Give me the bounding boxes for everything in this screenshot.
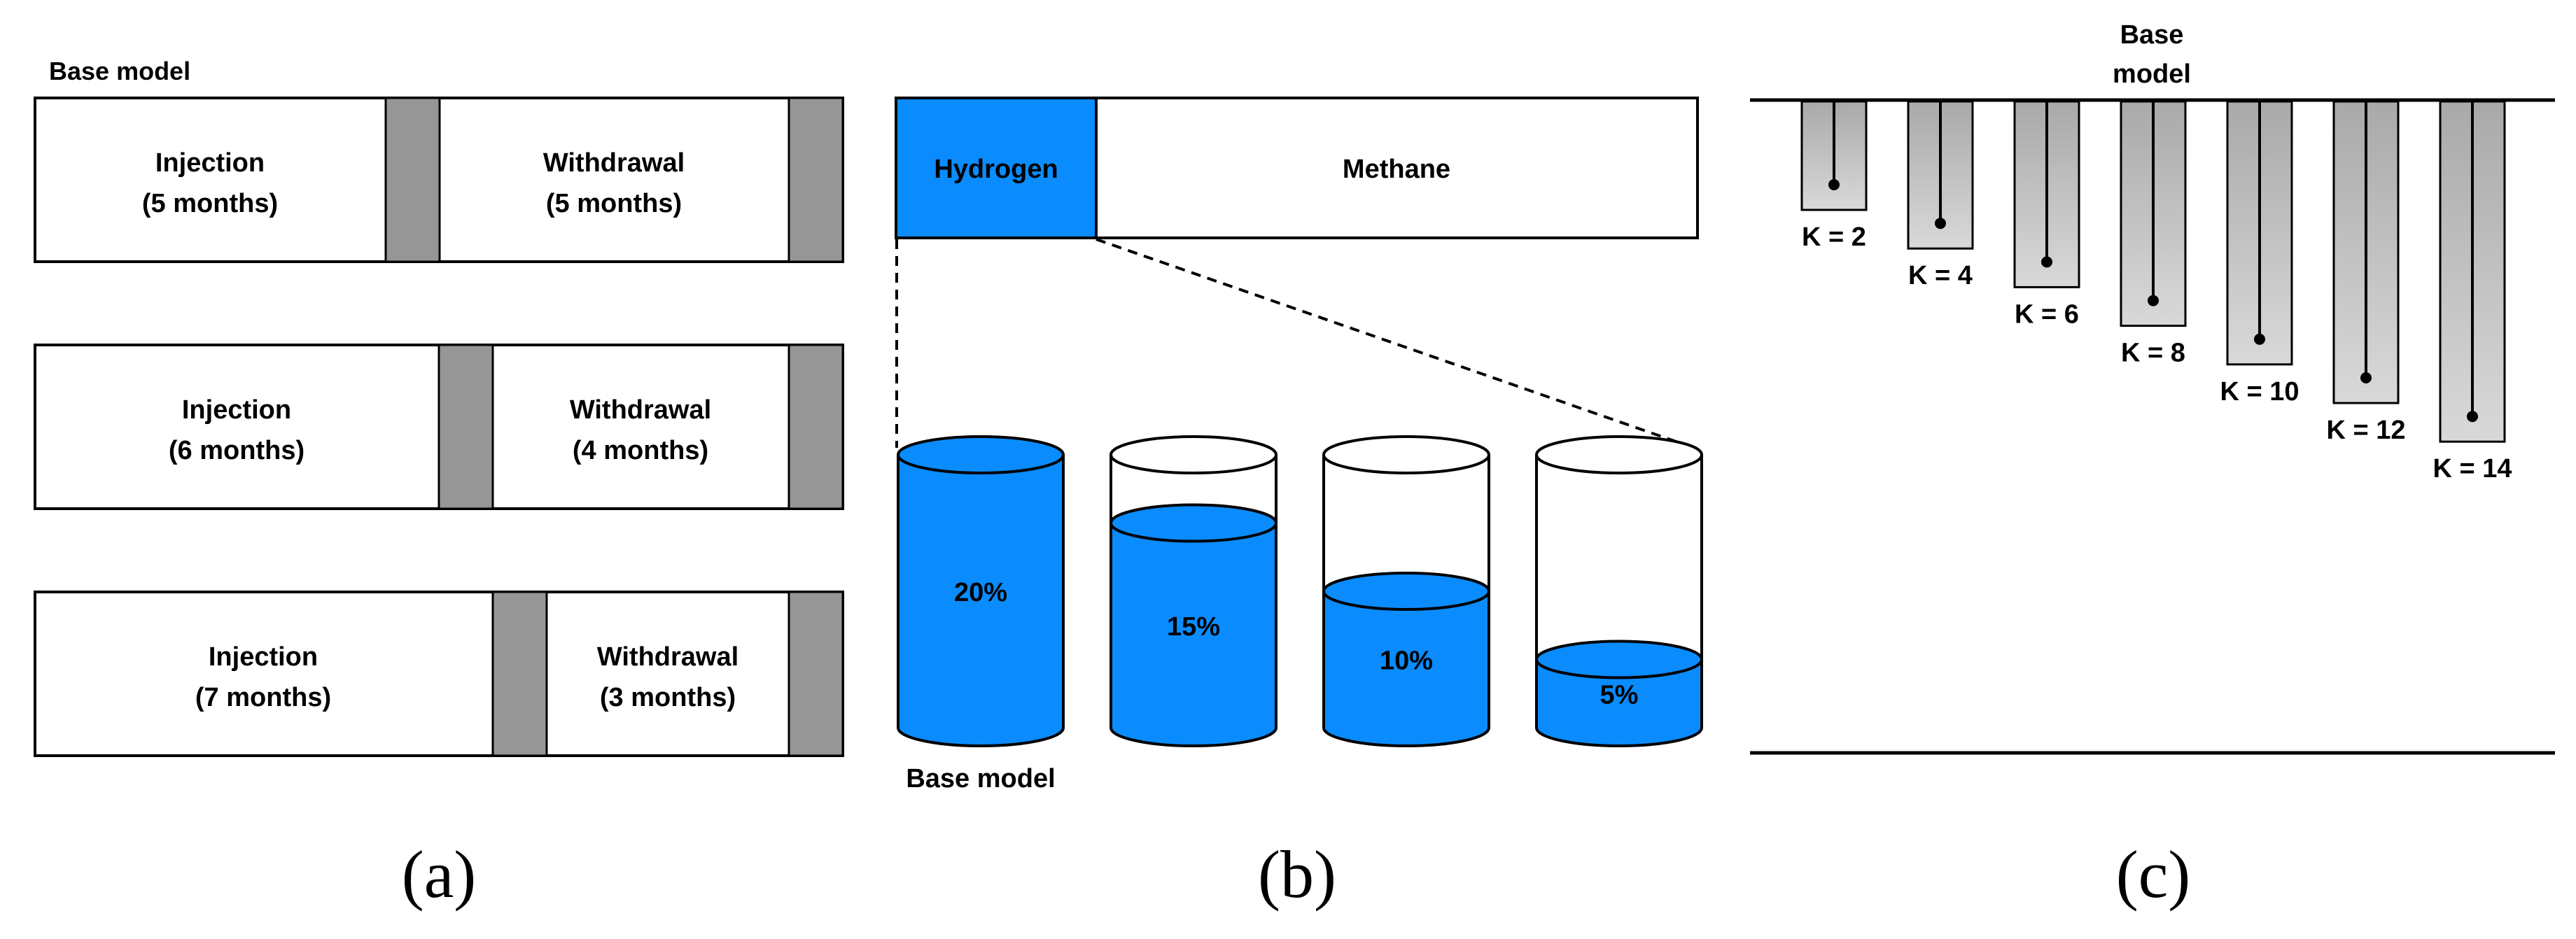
cylinder-3-percent-label: 10%: [1380, 647, 1433, 676]
panel-c-caption: (c): [2116, 837, 2191, 912]
well-k-8: K = 8: [2120, 100, 2187, 368]
cylinder-4-percent-label: 5%: [1600, 680, 1639, 709]
cylinder-4: 5%: [1535, 435, 1703, 747]
row-3-withdrawal-label: Withdrawal: [597, 642, 738, 672]
panel-a-base-label: Base model: [49, 57, 190, 85]
well-k-4: K = 4: [1907, 100, 1974, 290]
schedule-row-1-idle-block-1: [384, 97, 441, 263]
schedule-row-2-idle-block-1: [438, 344, 494, 510]
cylinder-3-liquid: [1324, 591, 1489, 746]
row-1-withdrawal-months: (5 months): [546, 189, 682, 218]
cylinder-2-rim: [1110, 435, 1278, 474]
cylinder-2-liquid-surface: [1110, 503, 1278, 543]
schedule-row-2-idle-block-2: [788, 344, 844, 510]
cylinder-3-rim: [1322, 435, 1490, 474]
well-k-10: K = 10: [2220, 100, 2300, 407]
row-3-withdrawal-months: (3 months): [600, 683, 736, 712]
well-k-6: K = 6: [2013, 100, 2080, 329]
cylinder-4-rim: [1535, 435, 1703, 474]
cylinder-1-rim: [897, 435, 1065, 474]
panel-a-caption: (a): [402, 837, 477, 912]
panel-c-base-label-line2: model: [2113, 59, 2191, 89]
well-penetration-set: K = 2 K = 4 K = 6 K = 8 K = 10 K = 12 K = 14: [1800, 100, 2512, 483]
row-2-injection-months: (6 months): [169, 436, 304, 465]
well-k-14: K = 14: [2432, 100, 2512, 483]
schedule-row-3-frame: [34, 591, 844, 757]
well-k-6-label: K = 6: [2015, 299, 2079, 329]
cylinder-1-percent-label: 20%: [954, 578, 1007, 607]
schedule-row-3-idle-block-1: [491, 591, 548, 757]
cylinder-4-liquid: [1536, 659, 1702, 746]
cylinder-2-liquid: [1111, 523, 1276, 746]
panel-b: Hydrogen Methane 20%15%10%5% Base model …: [895, 97, 1703, 912]
schedule-row-3-idle-block-2: [788, 591, 844, 757]
row-3-injection-months: (7 months): [195, 683, 331, 712]
hydrogen-segment: [895, 97, 1098, 239]
row-2-withdrawal-label: Withdrawal: [570, 395, 711, 425]
well-k-12-label: K = 12: [2326, 416, 2405, 445]
well-k-14-label: K = 14: [2432, 454, 2512, 483]
zoom-line-right: [1096, 238, 1695, 449]
row-2-withdrawal-months: (4 months): [573, 436, 708, 465]
cylinder-2-percent-label: 15%: [1167, 612, 1220, 642]
panel-b-base-label: Base model: [906, 764, 1055, 793]
cylinder-1: 20%: [897, 435, 1065, 747]
well-k-4-label: K = 4: [1908, 261, 1973, 290]
cylinder-1-liquid: [898, 455, 1063, 746]
schedule-row-1: Injection (5 months) Withdrawal (5 month…: [34, 97, 844, 263]
panel-c: Base model K = 2K = 4K = 6K = 8K = 10K =…: [1750, 20, 2555, 912]
row-1-injection-label: Injection: [155, 148, 265, 178]
cylinder-1-outline: [897, 455, 1065, 747]
row-3-injection-label: Injection: [209, 642, 318, 672]
hydrogen-fraction-cylinders: 20% 15% 10% 5%: [897, 435, 1703, 747]
well-k-10-label: K = 10: [2220, 377, 2299, 407]
cylinder-2-outline: [1110, 455, 1278, 747]
hydrogen-label: Hydrogen: [934, 155, 1058, 184]
row-2-injection-label: Injection: [182, 395, 291, 425]
cylinder-3-liquid-surface: [1322, 572, 1490, 611]
cylinder-3-outline: [1322, 455, 1490, 747]
schedule-row-3: Injection (7 months) Withdrawal (3 month…: [34, 591, 844, 757]
well-k-2-perforation-dot: [1828, 179, 1840, 190]
schedule-row-2: Injection (6 months) Withdrawal (4 month…: [34, 344, 844, 510]
well-k-8-label: K = 8: [2121, 339, 2185, 368]
well-k-12: K = 12: [2326, 100, 2406, 445]
panel-b-caption: (b): [1258, 837, 1336, 912]
well-k-2-label: K = 2: [1802, 223, 1866, 252]
well-k-10-perforation-dot: [2254, 333, 2265, 345]
row-1-injection-months: (5 months): [142, 189, 278, 218]
schedule-row-1-idle-block-2: [788, 97, 844, 263]
methane-label: Methane: [1343, 155, 1450, 184]
well-k-12-perforation-dot: [2360, 372, 2372, 383]
well-k-4-perforation-dot: [1935, 218, 1946, 230]
cylinder-4-outline: [1535, 455, 1703, 747]
cylinder-2: 15%: [1110, 435, 1278, 747]
well-k-2: K = 2: [1800, 100, 1868, 252]
cylinder-3: 10%: [1322, 435, 1490, 747]
well-k-8-perforation-dot: [2148, 295, 2159, 306]
well-k-6-perforation-dot: [2041, 256, 2052, 268]
well-k-14-perforation-dot: [2467, 411, 2478, 423]
panel-c-base-label-line1: Base: [2120, 20, 2184, 50]
cylinder-4-liquid-surface: [1535, 640, 1703, 679]
panel-a: Base model Injection (5 months) Withdraw…: [34, 57, 844, 912]
row-1-withdrawal-label: Withdrawal: [543, 148, 685, 178]
